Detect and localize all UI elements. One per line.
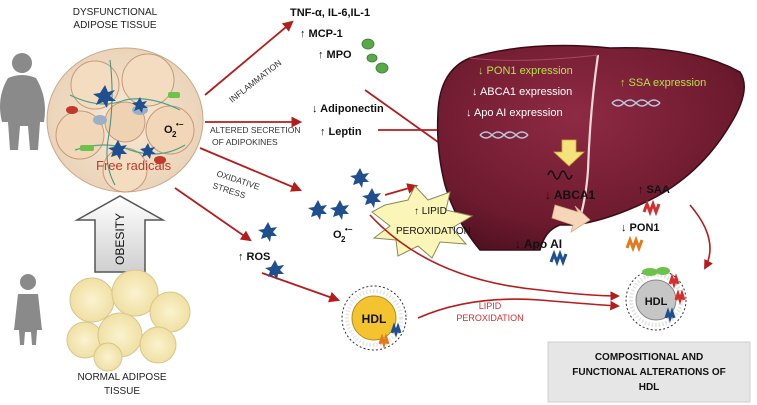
lipid-perox-red-label-1: LIPID	[479, 301, 502, 311]
saa-label: ↑ SAA	[638, 184, 670, 196]
mpo-ellipse-icon	[361, 38, 389, 74]
hdl-left-label: HDL	[362, 312, 387, 326]
normal-label-1: NORMAL ADIPOSE	[77, 372, 166, 383]
pathway-arrows	[174, 20, 455, 303]
mcp-label: ↑ MCP-1	[300, 28, 343, 40]
abca1-expression-label: ↓ ABCA1 expression	[472, 86, 572, 98]
dysfunctional-label-1: DYSFUNCTIONAL	[73, 7, 158, 18]
dna-helix-icon	[479, 99, 661, 139]
burst-label-1: ↑ LIPID	[414, 206, 447, 217]
conclusion-line-2: FUNCTIONAL ALTERATIONS OF	[572, 367, 726, 378]
obesity-label: OBESITY	[113, 213, 127, 265]
normal-adipose-tissue	[66, 269, 191, 372]
expression-arrow-icon	[552, 139, 586, 167]
radical-star-icon	[93, 85, 156, 160]
receptor-icon	[547, 170, 573, 180]
tnf-label: TNF-α, IL-6,IL-1	[290, 7, 370, 19]
hdl-particle-icon	[341, 285, 407, 351]
free-radicals-label: Free radicals	[96, 158, 172, 173]
adiponectin-label: ↓ Adiponectin	[312, 103, 384, 115]
o2-left-label: O	[164, 124, 173, 136]
altered-secretion-label-2: OF ADIPOKINES	[212, 137, 278, 147]
apoai-arrow-icon	[551, 204, 591, 233]
apoai-label: ↓ Apo AI	[515, 237, 562, 251]
apoai-expression-label: ↓ Apo AI expression	[466, 107, 563, 119]
conclusion-line-3: HDL	[639, 382, 660, 393]
normal-person-icon	[14, 274, 42, 345]
liver	[436, 44, 745, 251]
obese-person-icon	[0, 53, 45, 150]
inflammation-label: INFLAMMATION	[227, 58, 283, 105]
dysfunctional-label-2: ADIPOSE TISSUE	[73, 20, 157, 31]
svg-text:2: 2	[341, 235, 346, 244]
mpo-label: ↑ MPO	[318, 49, 352, 61]
ros-label: ↑ ROS	[238, 251, 270, 263]
o2-mid-label: O	[333, 229, 342, 241]
normal-label-2: TISSUE	[104, 386, 140, 397]
pon1-protein-icon	[625, 235, 644, 253]
o2-left-superscript: •−	[176, 120, 184, 129]
lipid-perox-red-label-2: PEROXIDATION	[456, 313, 523, 323]
hdl-right-label: HDL	[645, 296, 668, 308]
burst-label-2: PEROXIDATION	[396, 226, 471, 237]
abca1-label: ↓ ABCA1	[545, 188, 596, 202]
hdl-particle-icon	[625, 267, 687, 331]
svg-text:2: 2	[172, 130, 177, 139]
pon1-label: ↓ PON1	[621, 222, 660, 234]
conclusion-line-1: COMPOSITIONAL AND	[595, 352, 703, 363]
conclusion-box	[547, 341, 751, 403]
radical-star-icon	[258, 168, 381, 280]
o2-mid-superscript: •−	[345, 225, 353, 234]
ssa-expression-label: ↑ SSA expression	[620, 77, 706, 89]
altered-secretion-label-1: ALTERED SECRETION	[210, 125, 301, 135]
saa-protein-icon	[642, 199, 661, 217]
apolipoprotein-icon	[549, 249, 568, 267]
upward-arrow-icon	[74, 195, 166, 273]
dysfunctional-adipose-tissue	[46, 47, 204, 193]
curved-arrows	[369, 204, 713, 319]
leptin-label: ↑ Leptin	[320, 126, 362, 138]
pon1-expression-label: ↓ PON1 expression	[478, 65, 573, 77]
